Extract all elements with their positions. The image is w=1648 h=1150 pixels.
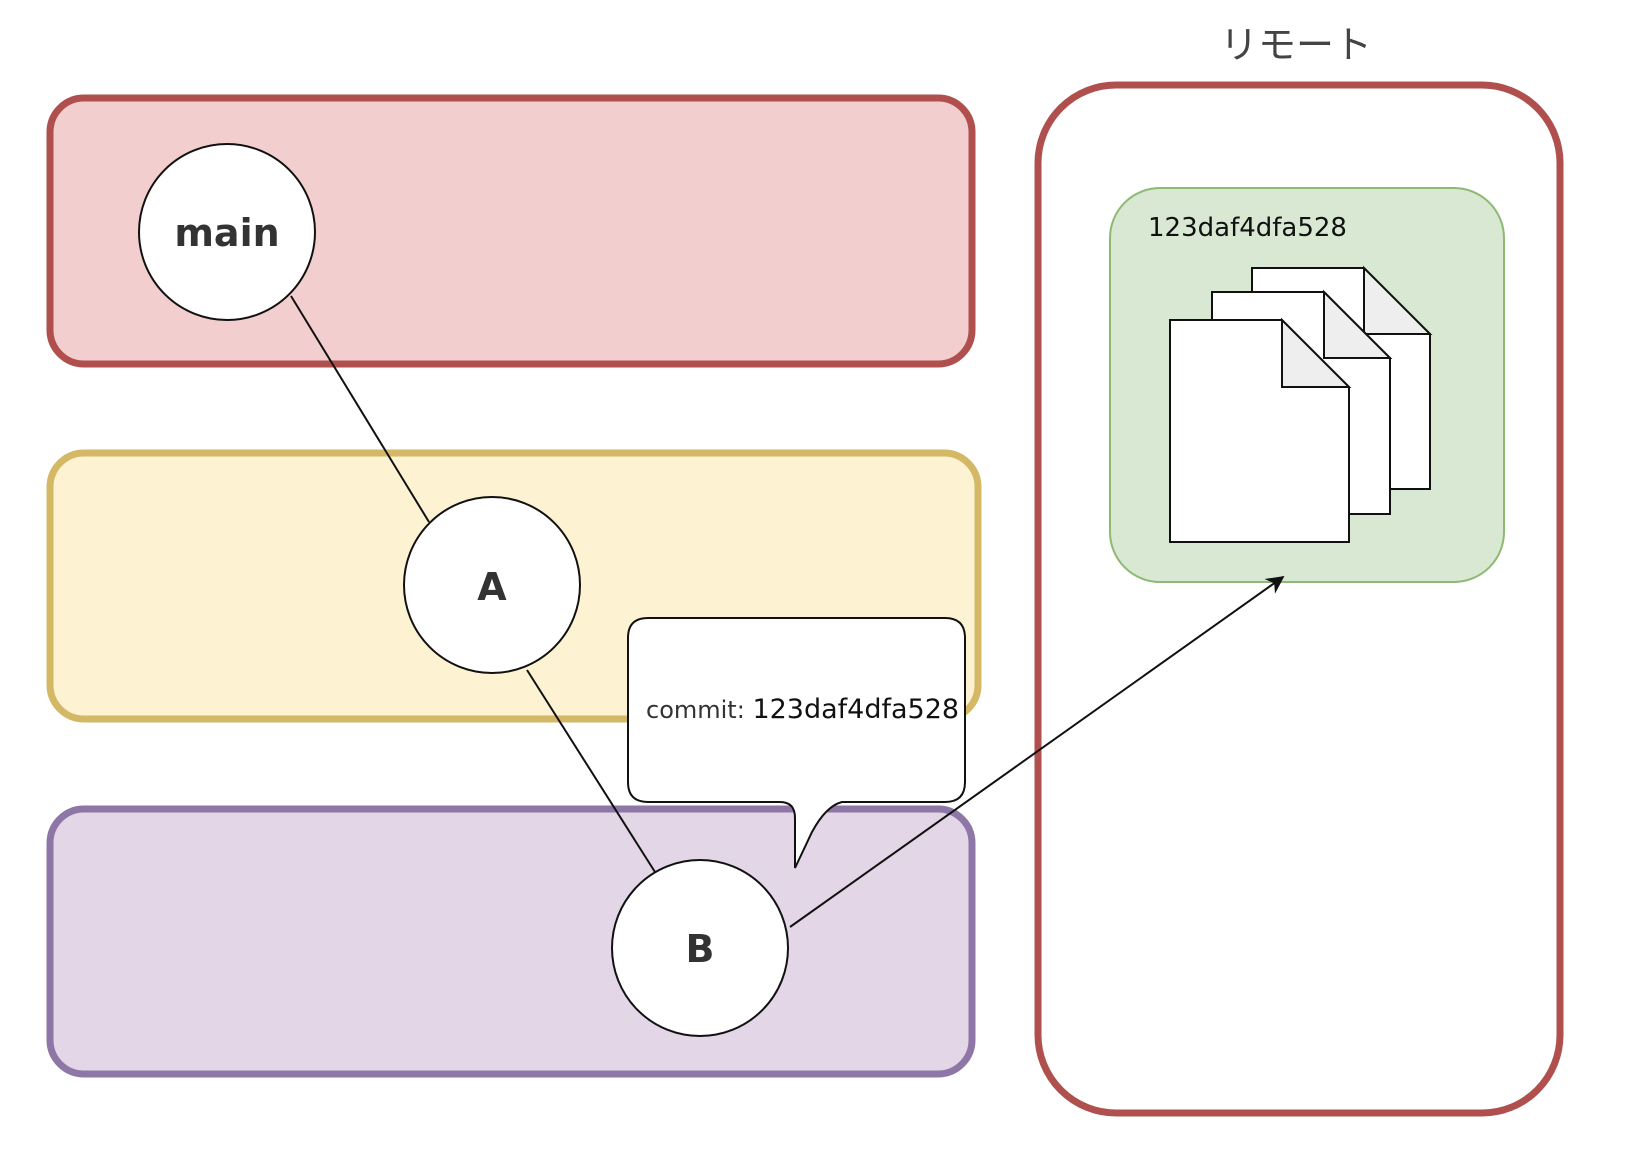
edge-main-to-a [290, 295, 430, 523]
commit-node-a: A [403, 496, 581, 674]
remote-title: リモート [1220, 23, 1372, 67]
b-branch-lane [46, 805, 976, 1078]
main-node-label: main [174, 211, 279, 255]
commit-node-a-label: A [477, 565, 507, 609]
commit-callout-text: commit: 123daf4dfa528 [646, 694, 959, 725]
edge-a-to-b [526, 669, 656, 873]
snapshot-hash: 123daf4dfa528 [1148, 213, 1347, 243]
document-front [1169, 317, 1352, 543]
push-arrow [789, 575, 1285, 928]
commit-node-b: B [611, 859, 789, 1037]
commit-node-b-label: B [686, 927, 715, 971]
commit-callout-hash: 123daf4dfa528 [752, 694, 959, 725]
stacked-documents-icon [1169, 265, 1433, 543]
commit-callout [627, 617, 966, 869]
commit-callout-prefix: commit: [646, 696, 752, 724]
main-node: main [138, 143, 316, 321]
